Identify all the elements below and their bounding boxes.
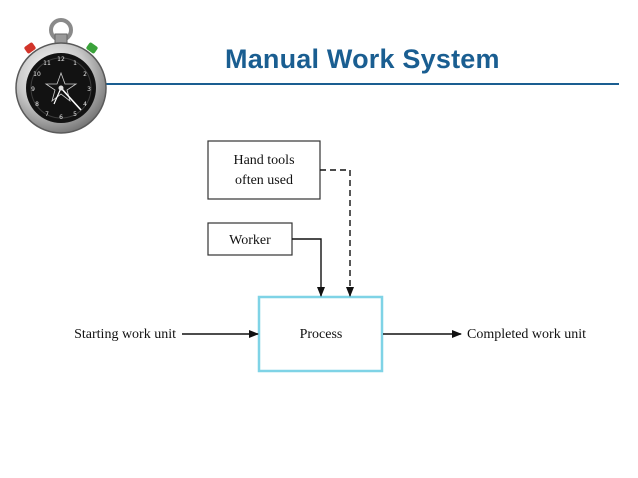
slide-title: Manual Work System [225, 44, 500, 74]
worker-box [207, 222, 293, 256]
worker-arrow [292, 238, 325, 297]
hand-tools-box [207, 140, 321, 200]
svg-text:3: 3 [87, 86, 91, 93]
title-underline [100, 83, 619, 85]
svg-text:2: 2 [83, 71, 87, 78]
stopwatch-icon: 12 3 6 9 1 2 4 5 7 8 10 11 [15, 18, 107, 134]
worker-label: Worker [229, 233, 271, 248]
svg-text:12: 12 [57, 56, 65, 63]
svg-text:4: 4 [83, 101, 87, 108]
svg-text:5: 5 [73, 111, 77, 118]
svg-text:11: 11 [43, 60, 51, 67]
svg-text:10: 10 [33, 71, 41, 78]
process-box [257, 295, 384, 373]
svg-text:6: 6 [59, 114, 63, 121]
svg-text:8: 8 [35, 101, 39, 108]
hand-tools-label-line1: Hand tools [233, 153, 294, 168]
svg-text:7: 7 [45, 111, 49, 118]
process-label: Process [300, 327, 343, 342]
hand-tools-arrow [320, 169, 354, 297]
output-label: Completed work unit [467, 327, 586, 342]
hand-tools-label-line2: often used [235, 173, 293, 188]
svg-text:9: 9 [31, 86, 35, 93]
input-label: Starting work unit [74, 327, 176, 342]
svg-text:1: 1 [73, 60, 77, 67]
